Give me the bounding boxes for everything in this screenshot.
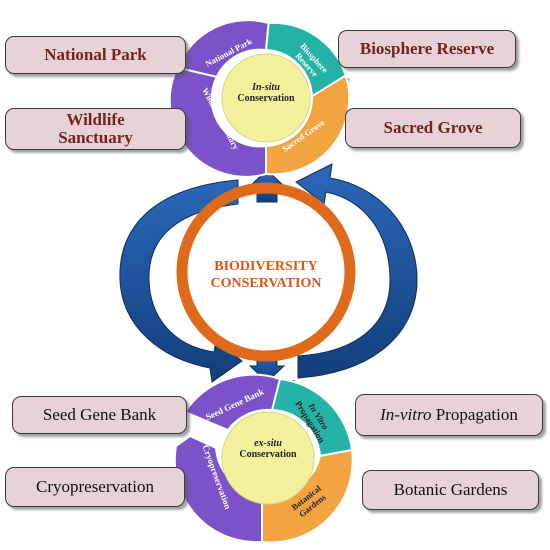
box-seed-gene-bank: Seed Gene Bank bbox=[12, 396, 187, 434]
in-situ-core bbox=[221, 53, 311, 143]
ex-situ-core-prefix: ex-situ bbox=[254, 438, 282, 449]
ex-situ-core bbox=[221, 411, 315, 505]
ex-situ-cycle: Seed Gene Bank In VitroPropagation Botan… bbox=[173, 373, 354, 544]
center-title-line2: CONSERVATION bbox=[210, 276, 322, 291]
ex-situ-core-suffix: Conservation bbox=[239, 449, 297, 460]
box-national-park: National Park bbox=[5, 36, 186, 74]
box-wildlife-sanctuary-label: Wildlife Sanctuary bbox=[58, 110, 133, 147]
box-biosphere-reserve-label: Biosphere Reserve bbox=[359, 39, 495, 58]
box-sacred-grove: Sacred Grove bbox=[345, 108, 521, 148]
box-biosphere-reserve: Biosphere Reserve bbox=[338, 30, 516, 68]
ex-situ-core-label: ex-situ Conservation bbox=[228, 438, 308, 460]
right-cycle-arrow bbox=[295, 163, 418, 379]
box-in-vitro-rest: Propagation bbox=[431, 405, 518, 424]
center-title: BIODIVERSITY CONSERVATION bbox=[176, 258, 356, 292]
center-title-line1: BIODIVERSITY bbox=[214, 259, 318, 274]
box-cryopreservation: Cryopreservation bbox=[5, 467, 185, 507]
in-situ-core-prefix: In-situ bbox=[252, 82, 280, 93]
box-in-vitro-italic: In-vitro bbox=[380, 405, 432, 424]
box-wildlife-sanctuary: Wildlife Sanctuary bbox=[5, 108, 186, 150]
box-in-vitro-propagation: In-vitro Propagation bbox=[355, 394, 543, 436]
center-ring bbox=[176, 182, 356, 362]
box-national-park-label: National Park bbox=[44, 45, 147, 64]
box-botanic-gardens-label: Botanic Gardens bbox=[393, 480, 508, 499]
in-situ-core-label: In-situ Conservation bbox=[226, 82, 306, 104]
box-seed-gene-bank-label: Seed Gene Bank bbox=[42, 405, 157, 424]
box-sacred-grove-label: Sacred Grove bbox=[383, 118, 483, 137]
in-situ-core-suffix: Conservation bbox=[237, 93, 295, 104]
left-cycle-arrow bbox=[119, 179, 243, 383]
box-in-vitro-label: In-vitro Propagation bbox=[380, 406, 518, 424]
box-botanic-gardens: Botanic Gardens bbox=[362, 470, 539, 510]
box-cryopreservation-label: Cryopreservation bbox=[35, 477, 155, 496]
in-situ-segment-national-park bbox=[175, 19, 270, 79]
